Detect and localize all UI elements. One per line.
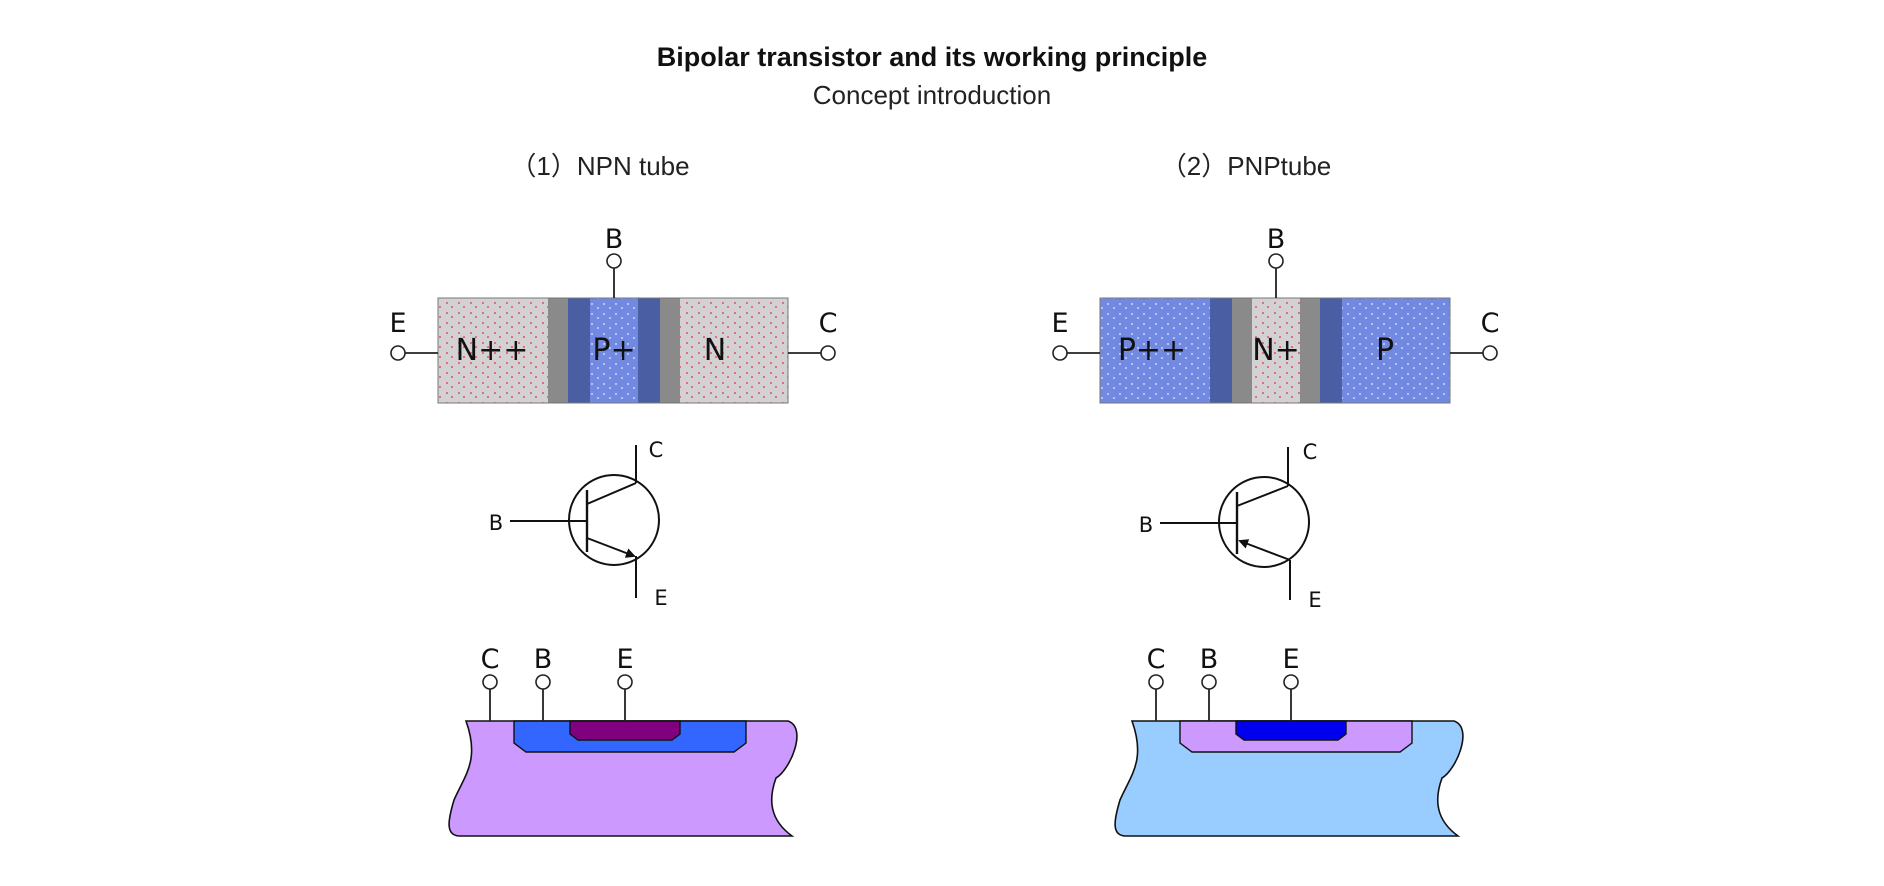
- pnp-depletion-eb-blue: [1210, 298, 1232, 403]
- npn-emitter-label: E: [389, 308, 406, 339]
- pnp-region-label-emitter: P++: [1118, 333, 1186, 368]
- pnp-emitter-diffusion: [1235, 720, 1347, 741]
- npn-depletion-eb-gray: [548, 298, 568, 403]
- page-title: Bipolar transistor and its working princ…: [657, 42, 1208, 72]
- npn-section-title: （1）NPN tube: [510, 151, 689, 181]
- npn-structure-outline: [437, 297, 789, 404]
- pnp-collector-terminal: [1482, 345, 1498, 361]
- npn-emitter-arrow: [586, 537, 636, 558]
- pnp-depletion-bc-gray: [1300, 298, 1320, 403]
- pnp-cross-section: C B E: [1114, 644, 1464, 837]
- pnp-section: （2）PNPtube P++ N+ P E C B: [1051, 151, 1500, 837]
- pnp-cs-base-label: B: [1200, 644, 1219, 675]
- npn-circuit-symbol: C B E: [489, 438, 668, 610]
- pnp-circuit-symbol: C B E: [1139, 440, 1322, 612]
- npn-symbol-base-label: B: [489, 511, 503, 535]
- npn-cs-base-terminal: [535, 674, 551, 690]
- npn-cs-collector-label: C: [481, 644, 500, 675]
- npn-collector-region: [680, 298, 788, 403]
- pnp-emitter-terminal: [1052, 345, 1068, 361]
- pnp-cs-emitter-label: E: [1282, 644, 1299, 675]
- pnp-base-region: [1252, 298, 1300, 403]
- pnp-symbol-emitter-label: E: [1308, 588, 1321, 612]
- pnp-emitter-arrow: [1238, 539, 1291, 561]
- npn-cs-base-label: B: [534, 644, 553, 675]
- npn-collector-label: C: [819, 308, 838, 339]
- pnp-symbol-collector-label: C: [1303, 440, 1318, 464]
- pnp-layer-structure: P++ N+ P E C B: [1051, 224, 1500, 404]
- pnp-cs-collector-label: C: [1147, 644, 1166, 675]
- npn-section: （1）NPN tube N++ P+ N E C B: [389, 151, 838, 837]
- pnp-base-label: B: [1267, 224, 1286, 255]
- pnp-cs-collector-terminal: [1148, 674, 1164, 690]
- pnp-collector-label: C: [1481, 308, 1500, 339]
- pnp-emitter-label: E: [1051, 308, 1068, 339]
- npn-region-label-collector: N: [704, 333, 726, 368]
- pnp-structure-outline: [1099, 297, 1451, 404]
- pnp-section-title: （2）PNPtube: [1161, 151, 1332, 181]
- pnp-cs-emitter-terminal: [1283, 674, 1299, 690]
- npn-emitter-terminal: [390, 345, 406, 361]
- npn-layer-structure: N++ P+ N E C B: [389, 224, 838, 404]
- npn-region-label-emitter: N++: [456, 333, 529, 368]
- npn-depletion-eb-blue: [568, 298, 590, 403]
- npn-base-terminal: [606, 253, 622, 269]
- npn-symbol-emitter-label: E: [654, 586, 667, 610]
- pnp-symbol-base-label: B: [1139, 513, 1153, 537]
- npn-emitter-region: [438, 298, 548, 403]
- npn-cs-collector-terminal: [482, 674, 498, 690]
- npn-emitter-diffusion: [569, 720, 681, 741]
- pnp-depletion-bc-blue: [1320, 298, 1342, 403]
- pnp-cs-base-terminal: [1201, 674, 1217, 690]
- pnp-region-label-base: N+: [1252, 333, 1300, 368]
- pnp-region-label-collector: P: [1376, 333, 1394, 368]
- npn-depletion-bc-blue: [638, 298, 660, 403]
- pnp-emitter-region: [1100, 298, 1210, 403]
- npn-depletion-bc-gray: [660, 298, 680, 403]
- npn-cross-section: C B E: [448, 644, 798, 837]
- npn-symbol-collector-label: C: [649, 438, 664, 462]
- pnp-depletion-eb-gray: [1232, 298, 1252, 403]
- npn-collector-terminal: [820, 345, 836, 361]
- pnp-base-terminal: [1268, 253, 1284, 269]
- npn-base-label: B: [605, 224, 624, 255]
- npn-cs-emitter-label: E: [616, 644, 633, 675]
- npn-cs-emitter-terminal: [617, 674, 633, 690]
- pnp-collector-region: [1342, 298, 1450, 403]
- npn-base-region: [590, 298, 638, 403]
- npn-region-label-base: P+: [592, 333, 635, 368]
- page-subtitle: Concept introduction: [813, 80, 1051, 110]
